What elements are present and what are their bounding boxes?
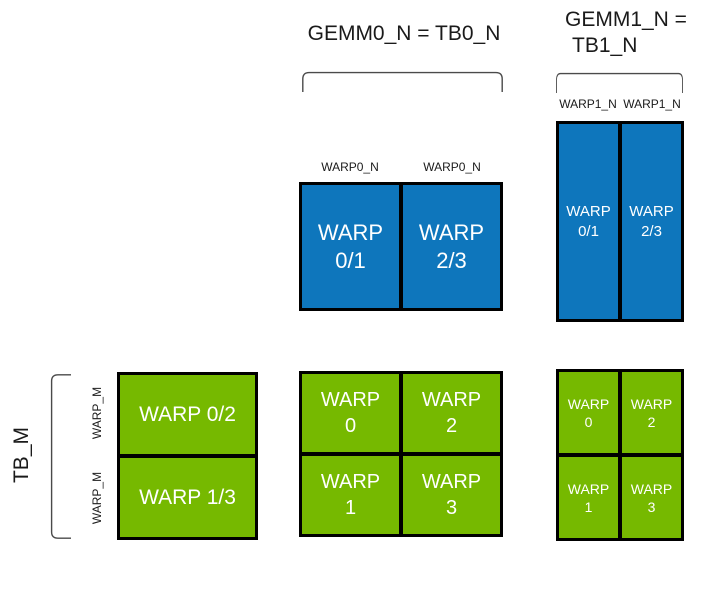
warp0-n-label-left: WARP0_N	[321, 160, 379, 174]
warp-ids: 0/1	[335, 247, 366, 273]
gemm1-c-tile-block: WARP 0 WARP 2 WARP 1 WARP 3	[556, 369, 684, 541]
gemm0-b-tile-block: WARP 0/1 WARP 2/3	[299, 182, 503, 311]
warp-word: WARP	[421, 389, 482, 411]
gemm0-c-tile-block: WARP 0 WARP 2 WARP 1 WARP 3	[299, 371, 503, 537]
warp-word: WARP	[567, 480, 610, 497]
gemm1-c-warp0-cell: WARP 0	[559, 372, 618, 453]
warp-id: 1	[344, 497, 357, 519]
warp-word: WARP	[320, 471, 381, 493]
warp-word: WARP	[566, 202, 611, 220]
warp-id: 0	[584, 413, 593, 430]
warp-id: 3	[445, 497, 458, 519]
gemm1-n-header-line2: TB1_N	[572, 34, 638, 57]
warp-word: WARP	[317, 219, 384, 245]
warp-label: WARP 0/2	[139, 402, 236, 426]
gemm0-c-warp2-cell: WARP 2	[403, 374, 500, 452]
warp-word: WARP	[418, 219, 485, 245]
warp-id: 2	[647, 413, 656, 430]
warp-word: WARP	[629, 202, 674, 220]
warp0-n-label-right: WARP0_N	[423, 160, 481, 174]
warp-word: WARP	[320, 389, 381, 411]
gemm1-b-warp01-cell: WARP 0/1	[559, 124, 618, 319]
a-warp02-cell: WARP 0/2	[120, 375, 255, 454]
warp0-n-column-labels: WARP0_N WARP0_N	[299, 160, 503, 176]
warp-id: 0	[344, 415, 357, 437]
warp-word: WARP	[630, 480, 673, 497]
warp-ids: 2/3	[436, 247, 467, 273]
warp-id: 1	[584, 498, 593, 515]
gemm1-n-header-line1: GEMM1_N =	[565, 8, 687, 31]
warp-m-label-top: WARP_M	[90, 386, 104, 440]
gemm0-c-warp1-cell: WARP 1	[302, 456, 399, 534]
a-warp13-cell: WARP 1/3	[120, 458, 255, 537]
warp-id: 2	[445, 415, 458, 437]
gemm1-b-warp23-cell: WARP 2/3	[622, 124, 681, 319]
warp-word: WARP	[630, 395, 673, 412]
gemm0-c-warp0-cell: WARP 0	[302, 374, 399, 452]
warp-label: WARP 1/3	[139, 485, 236, 509]
gemm1-c-warp2-cell: WARP 2	[622, 372, 681, 453]
gemm1-b-tile-block: WARP 0/1 WARP 2/3	[556, 121, 684, 322]
warp1-n-label-left: WARP1_N	[559, 97, 617, 111]
warp1-n-column-labels: WARP1_N WARP1_N	[556, 97, 684, 113]
warp1-n-label-right: WARP1_N	[623, 97, 681, 111]
warp-ids: 2/3	[641, 222, 662, 240]
gemm0-c-warp3-cell: WARP 3	[403, 456, 500, 534]
gemm0-n-bracket	[302, 71, 503, 92]
warp-word: WARP	[421, 471, 482, 493]
warp-word: WARP	[567, 395, 610, 412]
gemm1-n-bracket	[556, 72, 683, 93]
warp-m-label-bottom: WARP_M	[90, 471, 104, 525]
gemm1-c-warp3-cell: WARP 3	[622, 457, 681, 538]
gemm0-n-header-label: GEMM0_N = TB0_N	[307, 22, 501, 45]
gemm1-n-header-label: GEMM1_N = TB1_N	[565, 7, 687, 59]
warp-id: 3	[647, 498, 656, 515]
gemm0-b-warp01-cell: WARP 0/1	[302, 185, 399, 308]
warp-ids: 0/1	[578, 222, 599, 240]
gemm0-b-warp23-cell: WARP 2/3	[403, 185, 500, 308]
tb-m-axis-label: TB_M	[10, 427, 33, 484]
tb-m-bracket	[50, 374, 71, 539]
gemm1-c-warp1-cell: WARP 1	[559, 457, 618, 538]
a-tile-block: WARP 0/2 WARP 1/3	[117, 372, 258, 540]
